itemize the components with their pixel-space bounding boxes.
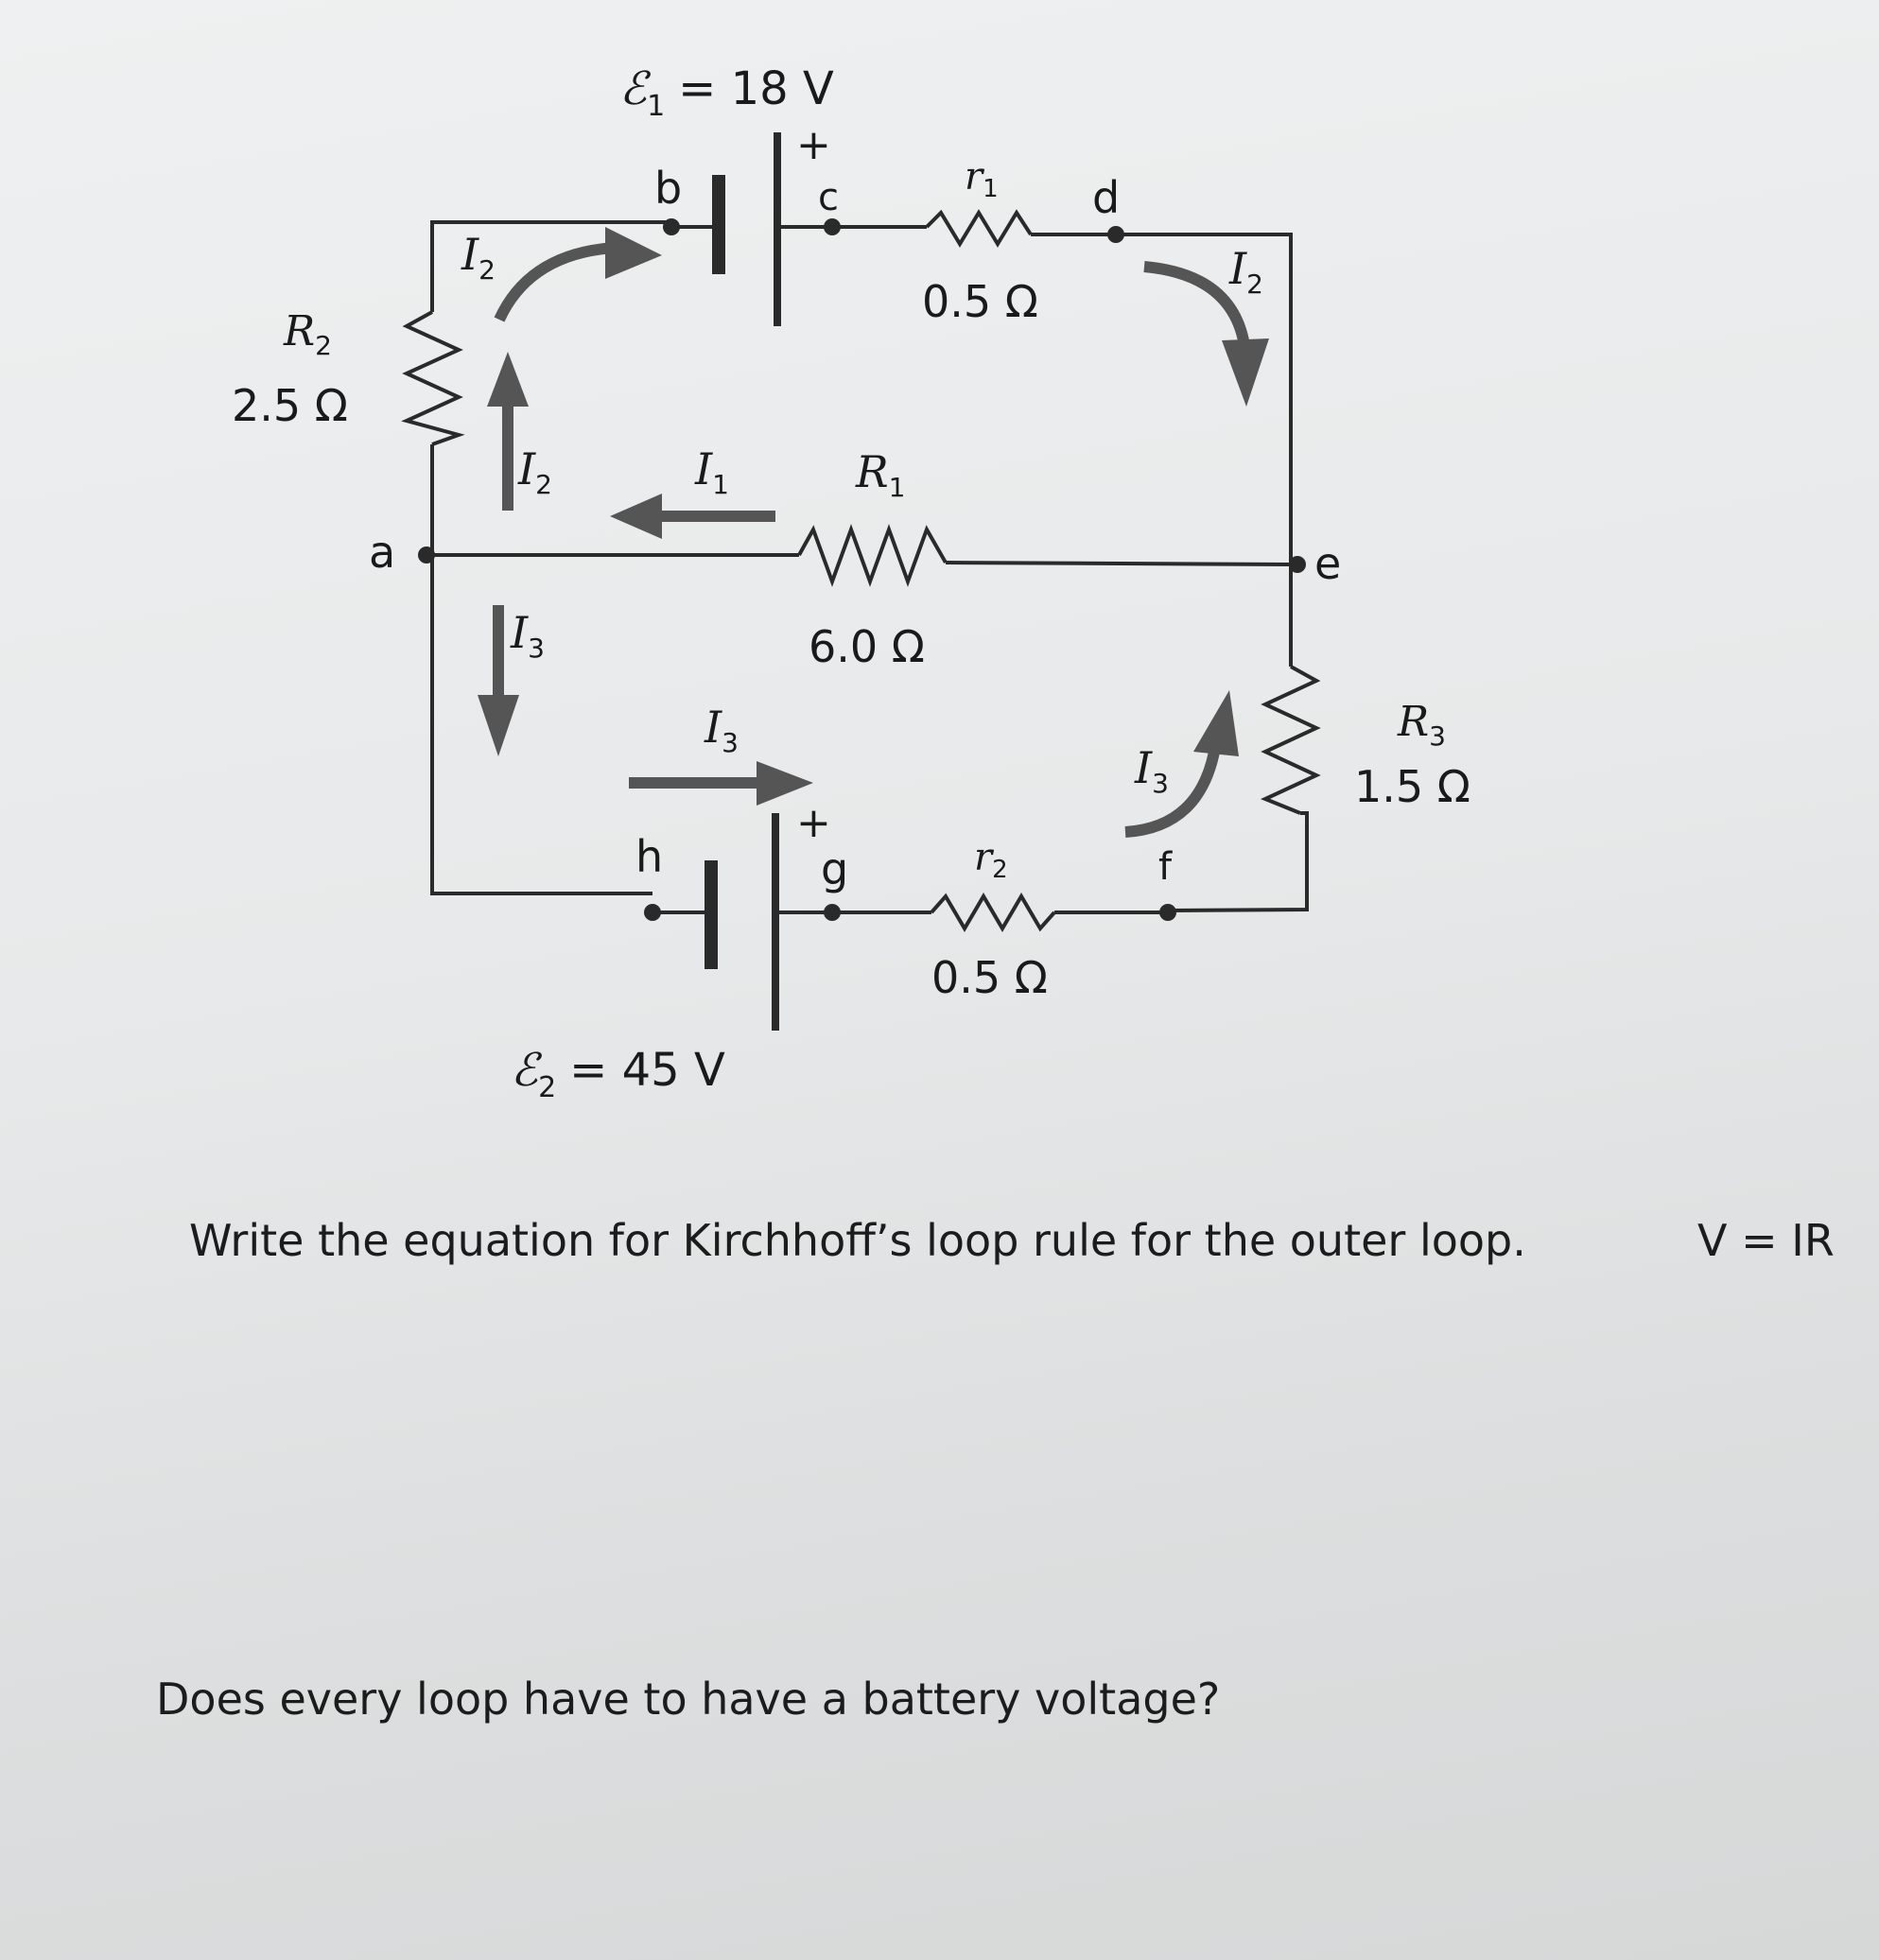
emf1-plus: + — [796, 121, 831, 169]
question-loop-rule: Write the equation for Kirchhoff’s loop … — [189, 1215, 1526, 1266]
emf1-label: ℰ1= 18 V — [619, 62, 834, 123]
arrow-I2-left — [487, 352, 529, 511]
node-g-label: g — [821, 843, 848, 894]
node-b-label: b — [654, 163, 682, 214]
I2-label-top-left: I2 — [461, 229, 496, 286]
I3-label-left: I3 — [510, 607, 545, 664]
R1-symbol: R1 — [855, 446, 905, 503]
arrow-I3-right — [1124, 690, 1239, 838]
resistor-r2 — [930, 893, 1056, 932]
resistor-R2 — [401, 310, 465, 446]
arrow-I1-middle — [610, 494, 775, 539]
node-c-label: c — [818, 176, 839, 219]
resistor-r1 — [925, 209, 1033, 248]
formula-ohms-law: V = IR — [1697, 1215, 1835, 1266]
r1-value: 0.5 Ω — [922, 276, 1038, 327]
emf2-plus: + — [796, 799, 831, 847]
arrow-I2-top-right — [1143, 261, 1269, 407]
node-d-dot — [1107, 226, 1124, 243]
node-e-label: e — [1314, 538, 1341, 589]
question-battery-voltage: Does every loop have to have a battery v… — [156, 1674, 1221, 1725]
circuit-wires — [430, 220, 1309, 914]
node-a-label: a — [369, 527, 395, 578]
arrow-I3-bottom — [629, 761, 813, 806]
battery-emf2 — [652, 813, 832, 1031]
arrow-I2-top-left — [494, 227, 662, 322]
resistor-R1 — [797, 524, 948, 587]
R3-value: 1.5 Ω — [1354, 761, 1470, 812]
R2-value: 2.5 Ω — [232, 380, 348, 431]
resistor-R3 — [1260, 665, 1321, 815]
I1-label: I1 — [694, 443, 729, 500]
node-g-dot — [824, 904, 841, 921]
r1-symbol: r1 — [965, 155, 999, 203]
emf2-label: ℰ2= 45 V — [511, 1044, 725, 1104]
node-b-dot — [663, 218, 680, 235]
R1-value: 6.0 Ω — [809, 621, 925, 672]
node-a-dot — [418, 546, 435, 564]
node-e-dot — [1289, 556, 1306, 573]
R3-symbol: R3 — [1397, 698, 1446, 752]
circuit-diagram: ℰ1= 18 V + b c d r1 0.5 Ω R2 2.5 Ω I2 I2… — [232, 62, 1470, 1104]
I2-label-left: I2 — [517, 443, 552, 500]
node-d-label: d — [1092, 172, 1120, 223]
r2-value: 0.5 Ω — [931, 952, 1048, 1003]
node-h-label: h — [635, 831, 663, 882]
R2-symbol: R2 — [283, 307, 332, 361]
node-f-label: f — [1158, 845, 1173, 889]
I3-label-right: I3 — [1134, 742, 1169, 799]
I2-label-top-right: I2 — [1228, 243, 1263, 300]
node-c-dot — [824, 218, 841, 235]
node-f-dot — [1159, 904, 1176, 921]
arrow-I3-left — [478, 605, 519, 756]
r2-symbol: r2 — [974, 836, 1008, 884]
node-h-dot — [644, 904, 661, 921]
I3-label-bottom: I3 — [704, 702, 739, 758]
